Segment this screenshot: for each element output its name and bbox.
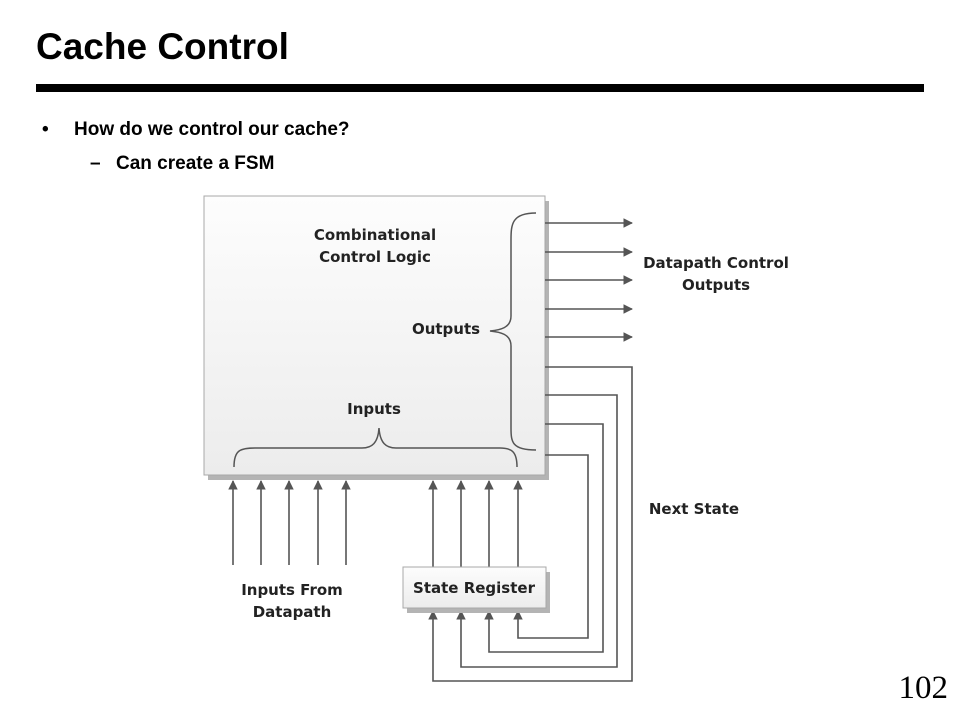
bullet-level-2: –Can create a FSM — [90, 153, 274, 175]
bullet-marker: • — [42, 119, 49, 140]
state-input-arrows — [428, 480, 523, 567]
inputs-label: Inputs — [347, 400, 401, 418]
inputs-brace — [233, 427, 518, 468]
inputs-from-datapath-line1: Inputs From — [241, 581, 343, 599]
next-state-label: Next State — [649, 500, 739, 518]
inputs-from-datapath-line2: Datapath — [253, 603, 332, 621]
outputs-brace — [489, 212, 537, 451]
state-register-label: State Register — [413, 579, 536, 597]
dash-marker: – — [90, 153, 101, 174]
outputs-label: Outputs — [412, 320, 480, 338]
state-register-block — [402, 566, 550, 613]
slide-title: Cache Control — [36, 26, 289, 67]
combinational-logic-block — [203, 195, 549, 480]
datapath-input-arrows — [228, 480, 351, 565]
slide-number: 102 — [898, 670, 949, 706]
logic-label-line2: Control Logic — [319, 248, 431, 266]
output-arrows — [545, 218, 633, 342]
bullet-text: Can create a FSM — [116, 153, 275, 174]
next-state-feedback-lines — [428, 366, 633, 682]
bullet-level-1: • How do we control our cache? — [42, 119, 350, 141]
datapath-outputs-line2: Outputs — [682, 276, 750, 294]
datapath-outputs-line1: Datapath Control — [643, 254, 789, 272]
title-divider — [36, 84, 924, 92]
bullet-text: How do we control our cache? — [74, 119, 350, 140]
logic-label-line1: Combinational — [314, 226, 436, 244]
